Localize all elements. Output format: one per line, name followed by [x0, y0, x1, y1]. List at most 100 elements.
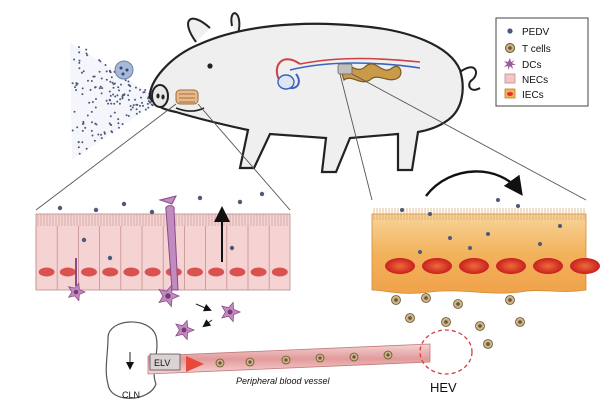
- virus-particle: [57, 205, 63, 211]
- virus-particle: [111, 131, 114, 134]
- virus-particle: [109, 94, 112, 97]
- virus-particle: [229, 245, 235, 251]
- t-cell-core: [284, 358, 288, 362]
- virus-particle: [103, 131, 106, 134]
- virus-particle: [140, 96, 142, 99]
- virus-particle: [123, 93, 126, 96]
- virus-particle: [82, 70, 85, 73]
- iec-nucleus: [422, 258, 452, 274]
- virus-particle: [516, 204, 520, 208]
- virus-particle: [99, 60, 102, 63]
- t-cell-core: [518, 320, 522, 324]
- virus-particle: [112, 86, 115, 89]
- virus-particle: [75, 89, 78, 91]
- virus-particle: [486, 232, 490, 236]
- virus-particle: [108, 98, 111, 101]
- t-cell-core: [444, 320, 448, 324]
- virus-particle: [134, 98, 136, 101]
- legend-label-iecs: IECs: [522, 90, 544, 101]
- virus-particle: [110, 102, 113, 105]
- virus-dot-icon: [507, 28, 513, 34]
- cilia: [37, 214, 288, 226]
- virus-particle: [90, 129, 93, 132]
- virus-particle: [130, 108, 132, 111]
- virus-particle: [98, 70, 101, 73]
- vessel-t-cells: [215, 350, 393, 368]
- virus-particle: [99, 85, 102, 88]
- virus-particle: [80, 71, 83, 74]
- virus-particle: [114, 95, 117, 98]
- virus-particle: [78, 46, 80, 49]
- legend-label-necs: NECs: [522, 75, 548, 86]
- t-cell-core: [408, 316, 412, 320]
- peripheral-blood-vessel: ELV Peripheral blood vessel: [147, 343, 431, 386]
- virus-particle: [141, 101, 143, 104]
- virus-particle: [107, 255, 113, 261]
- virus-particle: [400, 208, 404, 212]
- virus-particle: [142, 104, 144, 107]
- virus-particle: [127, 83, 130, 86]
- virus-particle: [97, 133, 100, 136]
- virus-particle: [78, 152, 81, 155]
- virus-particle: [82, 122, 85, 125]
- intestinal-virus-particles: [400, 198, 562, 254]
- virus-particle: [104, 64, 107, 66]
- dc-nucleus: [165, 293, 171, 299]
- virus-particle: [95, 98, 97, 100]
- virus-particle: [147, 100, 150, 103]
- dc-migration-arrows: [195, 303, 213, 328]
- virus-particle: [78, 51, 81, 54]
- virus-particle: [237, 199, 243, 205]
- virus-particle: [87, 79, 89, 82]
- cell-nucleus: [250, 267, 267, 277]
- virus-particle: [86, 54, 89, 57]
- dendritic-cell-protrusion: [165, 205, 179, 291]
- virus-particle: [94, 106, 97, 109]
- virus-particle: [135, 108, 138, 111]
- cell-nucleus: [144, 267, 161, 277]
- cell-nucleus: [59, 267, 76, 277]
- microvilli: [373, 208, 585, 220]
- t-cell-core: [424, 296, 428, 300]
- legend-label-dcs: DCs: [522, 60, 541, 71]
- virus-particle: [81, 87, 84, 90]
- cell-nucleus: [123, 267, 140, 277]
- virus-particle: [496, 198, 500, 202]
- virus-particle: [91, 101, 94, 103]
- virus-particle: [92, 75, 95, 78]
- virus-particle: [89, 88, 92, 91]
- virus-particle: [85, 52, 88, 55]
- virus-particle: [78, 67, 81, 70]
- virus-particle: [127, 115, 130, 117]
- virus-particle: [98, 59, 101, 62]
- cervical-lymph-node: CLN: [105, 321, 158, 400]
- virus-particle: [85, 48, 88, 51]
- nasal-epithelial-cell-icon: [504, 73, 516, 84]
- virus-particle: [108, 90, 111, 93]
- virus-particle: [82, 120, 85, 123]
- virus-particle: [259, 191, 265, 197]
- cell-nucleus: [187, 267, 203, 277]
- virus-particle: [142, 91, 145, 94]
- intestinal-nuclei: [385, 258, 600, 274]
- virus-particle: [144, 89, 147, 91]
- virus-particle: [109, 115, 112, 118]
- virus-particle: [118, 89, 120, 92]
- virus-particle: [124, 79, 127, 82]
- virus-particle: [113, 111, 116, 114]
- virus-particle: [94, 86, 97, 88]
- virus-particle: [90, 110, 93, 113]
- virus-particle: [139, 88, 141, 91]
- virus-particle: [118, 102, 121, 105]
- virus-particle: [134, 86, 137, 89]
- virus-particle: [109, 123, 112, 126]
- virus-particle: [121, 123, 124, 126]
- virus-particle: [103, 132, 106, 135]
- virus-particle: [77, 146, 80, 149]
- elv-label: ELV: [154, 358, 170, 368]
- virus-particle: [121, 97, 124, 100]
- virus-particle: [113, 102, 116, 105]
- virus-particle: [127, 94, 130, 97]
- virus-particle: [75, 84, 78, 87]
- virus-particle: [109, 80, 112, 83]
